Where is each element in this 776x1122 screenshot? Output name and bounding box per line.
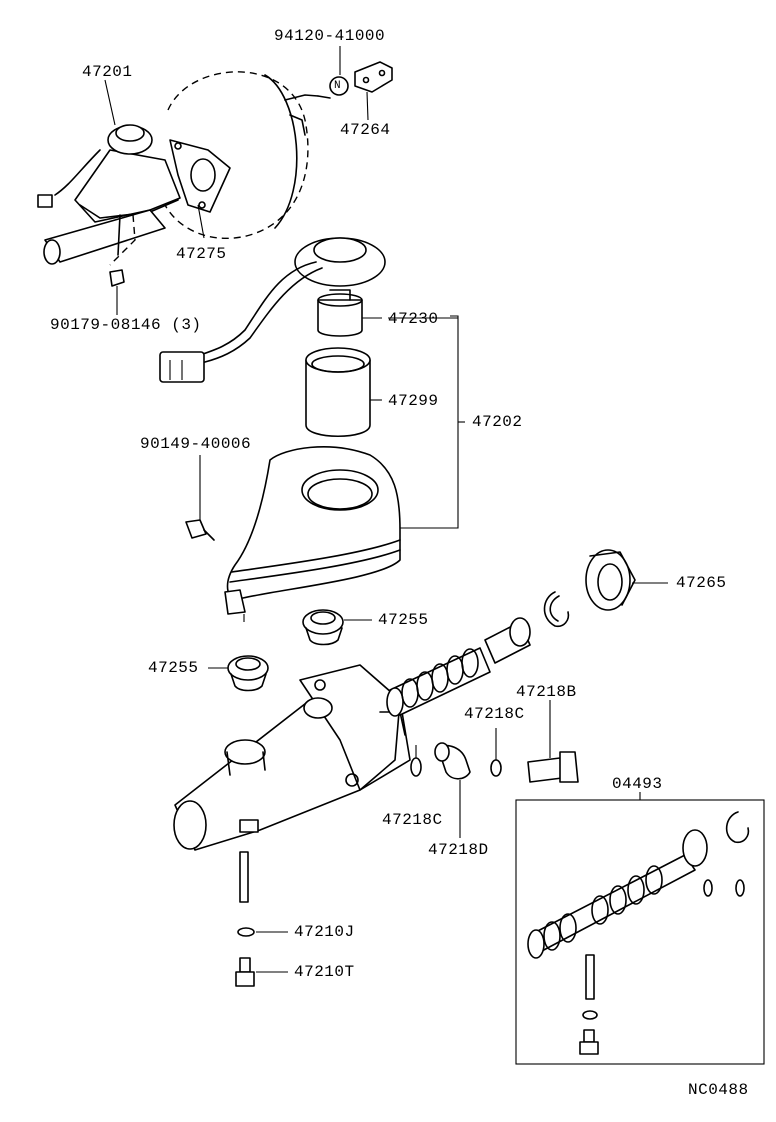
repair-kit-04493-drawing bbox=[515, 792, 765, 1065]
grommet-47255-lower bbox=[208, 655, 269, 692]
label-04493: 04493 bbox=[612, 775, 663, 793]
brake-booster-drawing bbox=[164, 71, 331, 239]
grommet-47255-upper bbox=[302, 609, 372, 646]
reservoir-cap-drawing bbox=[159, 237, 386, 383]
screw-90149-drawing bbox=[185, 455, 215, 541]
label-47218C-bottom: 47218C bbox=[382, 811, 443, 829]
pin-and-bleeder-drawing bbox=[235, 851, 288, 987]
label-47255-upper: 47255 bbox=[378, 611, 429, 629]
clevis-parts-drawing bbox=[329, 46, 393, 121]
label-47218B: 47218B bbox=[516, 683, 577, 701]
label-47264: 47264 bbox=[340, 121, 391, 139]
label-47255-lower: 47255 bbox=[148, 659, 199, 677]
nut-symbol: N bbox=[334, 80, 342, 92]
label-47230: 47230 bbox=[388, 310, 439, 328]
piston-assembly-drawing bbox=[386, 617, 531, 717]
label-47210J: 47210J bbox=[294, 923, 355, 941]
label-47218D: 47218D bbox=[428, 841, 489, 859]
label-90179-08146: 90179-08146 (3) bbox=[50, 316, 202, 334]
label-47202: 47202 bbox=[472, 413, 523, 431]
boot-47265-drawing bbox=[585, 549, 668, 611]
label-47210T: 47210T bbox=[294, 963, 355, 981]
master-cylinder-assy-47201-drawing bbox=[37, 79, 181, 266]
label-47218C-top: 47218C bbox=[464, 705, 525, 723]
reservoir-47202-drawing bbox=[224, 315, 465, 622]
label-94120-41000: 94120-41000 bbox=[274, 27, 386, 45]
gasket-47275-drawing bbox=[169, 139, 231, 239]
bolt-90179-drawing bbox=[109, 269, 125, 315]
fittings-47218-drawing bbox=[410, 700, 579, 838]
diagram-code: NC0488 bbox=[688, 1081, 749, 1099]
cylinder-body-drawing bbox=[173, 664, 411, 851]
strainer-47299-drawing bbox=[305, 347, 382, 438]
label-47275: 47275 bbox=[176, 245, 227, 263]
label-47299: 47299 bbox=[388, 392, 439, 410]
label-90149-40006: 90149-40006 bbox=[140, 435, 252, 453]
snap-ring-drawing bbox=[543, 591, 570, 628]
label-47201: 47201 bbox=[82, 63, 133, 81]
label-47265: 47265 bbox=[676, 574, 727, 592]
